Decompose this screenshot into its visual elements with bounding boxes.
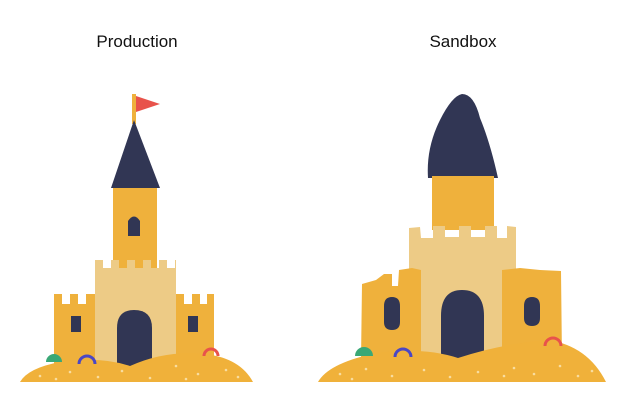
production-left-window <box>71 316 81 332</box>
sandbox-tower-roof <box>427 94 498 178</box>
production-label: Production <box>96 32 178 51</box>
sandbox-sand-mound <box>318 340 606 382</box>
production-flag-icon <box>132 94 160 124</box>
production-red-shell-icon <box>202 347 220 357</box>
sandbox-purple-shell-icon <box>393 347 413 358</box>
sandbox-left-window <box>384 297 400 330</box>
production-green-shell-icon <box>46 354 62 362</box>
sandbox-right-window <box>524 297 540 326</box>
production-tower-roof <box>111 120 160 188</box>
production-sand-speckles <box>38 364 240 381</box>
production-tower-window <box>128 216 140 236</box>
sandbox-tower <box>432 176 494 230</box>
production-castle <box>20 94 253 382</box>
sandbox-door <box>441 290 484 362</box>
sandbox-castle <box>318 94 606 382</box>
sandbox-label: Sandbox <box>429 32 497 51</box>
production-right-window <box>188 316 198 332</box>
sandbox-red-shell-icon <box>543 336 563 347</box>
sandbox-green-shell-icon <box>355 347 373 356</box>
production-door <box>117 310 152 372</box>
sandbox-sand-speckles <box>338 364 594 381</box>
production-purple-shell-icon <box>77 354 97 365</box>
